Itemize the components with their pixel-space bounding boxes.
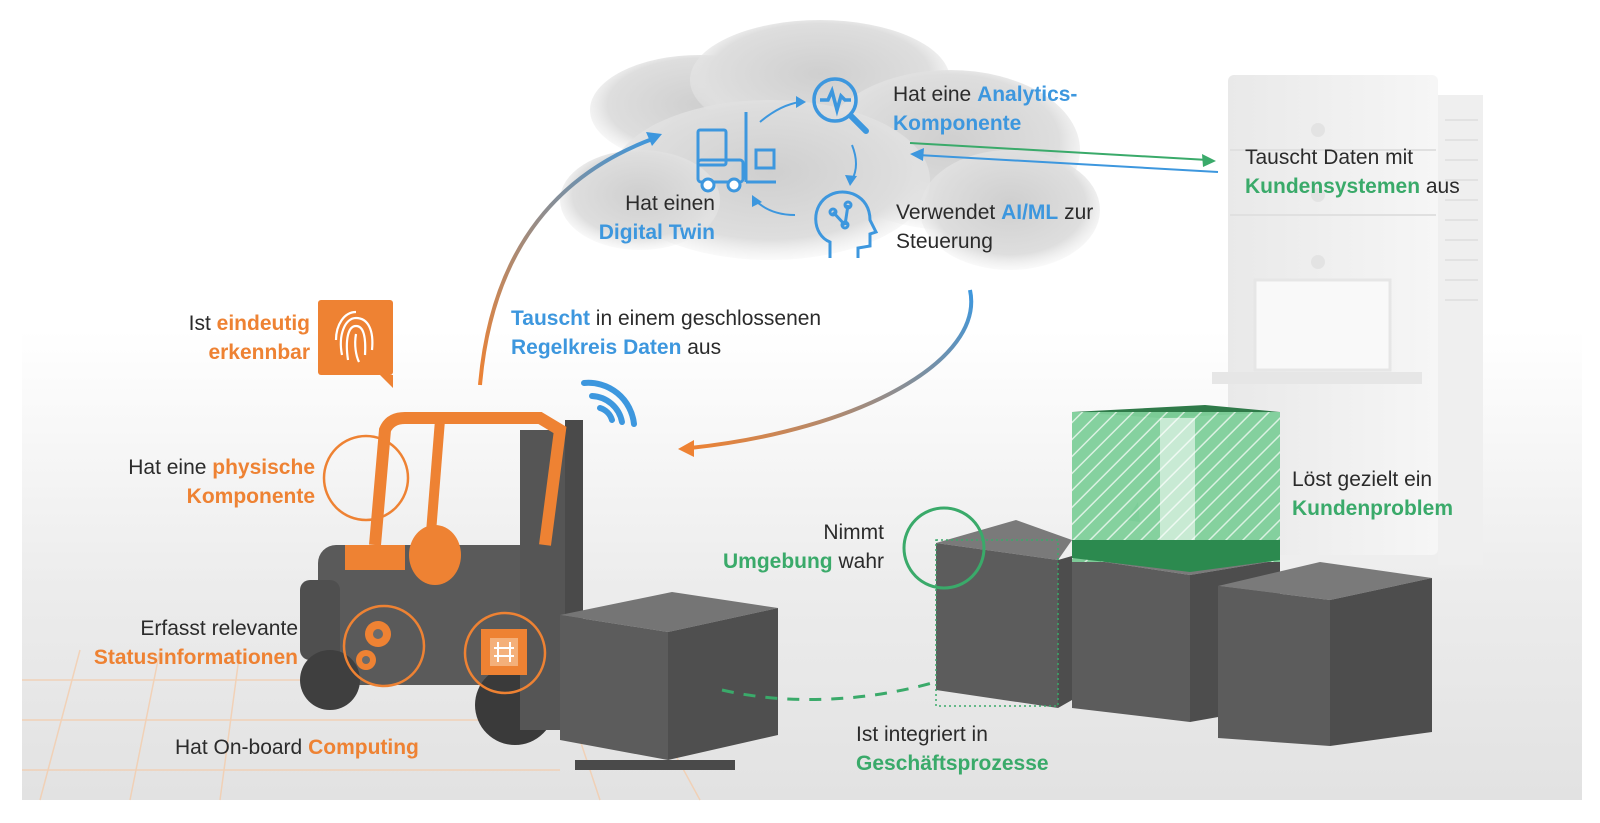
gear-icon xyxy=(356,621,391,670)
label-computing: Hat On-board Computing xyxy=(175,736,419,759)
forklift-icon xyxy=(696,112,776,193)
server xyxy=(1212,75,1483,565)
label-analytics: Hat eine Analytics-Komponente xyxy=(893,83,1078,135)
arc-down xyxy=(689,289,974,450)
arrow-to-server xyxy=(909,142,1209,161)
box-left xyxy=(936,520,1072,708)
cargo-box xyxy=(560,592,778,760)
fingerprint-icon xyxy=(318,300,393,388)
analytics-icon xyxy=(812,77,869,134)
cloud xyxy=(560,20,1100,270)
wifi-icon xyxy=(581,379,637,427)
solution-box xyxy=(1072,405,1280,572)
environment-marker xyxy=(902,506,986,590)
brain-icon xyxy=(814,190,879,258)
status-marker xyxy=(342,604,426,688)
sensed-area xyxy=(935,539,1059,707)
computing-marker xyxy=(463,611,547,695)
forklift xyxy=(300,412,735,770)
chip-icon xyxy=(481,629,527,675)
arrow-from-server xyxy=(917,154,1219,173)
arc-up-arrowhead xyxy=(646,132,662,146)
physical-component-marker xyxy=(322,434,410,522)
arc-up xyxy=(478,136,656,386)
arc-down-arrowhead xyxy=(678,440,694,457)
box-right xyxy=(1218,562,1432,746)
